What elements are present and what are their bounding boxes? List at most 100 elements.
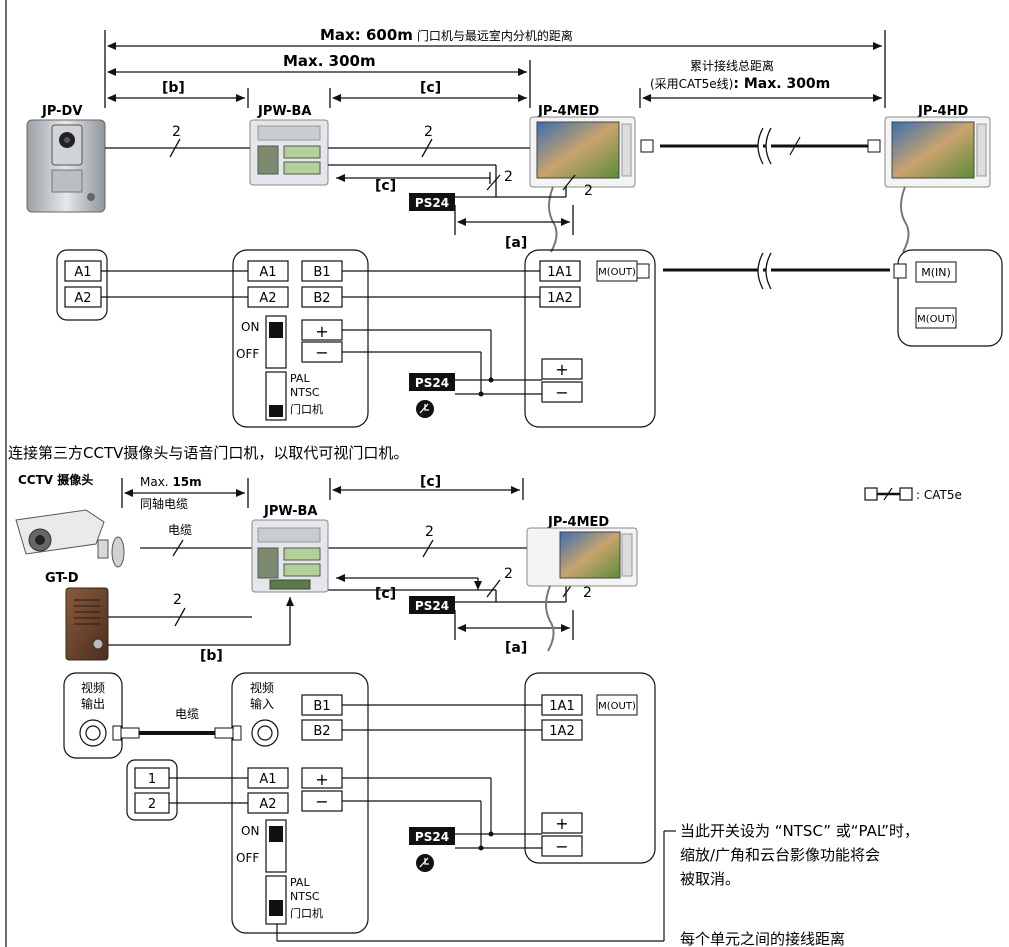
jp-dv-door-station-image: [26, 119, 106, 213]
switch-off-label: OFF: [236, 347, 259, 361]
cable-label-top: 电缆: [168, 523, 192, 537]
device-label-jp-4med-2: JP-4MED: [547, 515, 609, 530]
device-label-jpw-ba: JPW-BA: [257, 104, 312, 119]
switch-ntsc-label: NTSC: [290, 386, 320, 399]
cat5e-legend-icon: [864, 487, 913, 501]
switch-ntsc-indicator: [269, 405, 283, 417]
note-distance: 每个单元之间的接线距离: [680, 930, 845, 947]
ba2-term-a1: A1: [259, 772, 276, 787]
jpw-ba-adaptor-image: [249, 119, 329, 186]
ps24-wiring2-box: [409, 827, 455, 845]
video-out-label-1: 视频: [81, 680, 105, 695]
ba-term-b2: B2: [313, 291, 330, 306]
ba-term-b1: B1: [313, 265, 330, 280]
door-term-a1: A1: [74, 265, 91, 280]
b-label-bottom: [b]: [200, 648, 223, 664]
ba-term-minus: −: [315, 343, 328, 362]
jp-4med-monitor-image-2: [526, 527, 638, 652]
door-term-a2: A2: [74, 291, 91, 306]
gt-d-door-station-image: [65, 587, 109, 661]
wire-count-gtd: 2: [173, 592, 182, 608]
med2-term-plus: +: [555, 814, 568, 833]
switch-on-label: ON: [241, 320, 259, 334]
switch-on-indicator-2: [269, 826, 283, 842]
switch2-pal-label: PAL: [290, 876, 310, 889]
ba-term-a2: A2: [259, 291, 276, 306]
cctv-label: CCTV 摄像头: [18, 472, 93, 487]
switch2-ntsc-label: NTSC: [290, 890, 320, 903]
top-wires: [105, 138, 868, 235]
cat5e-legend-label: : CAT5e: [916, 488, 962, 502]
ps24-wiring1-box: [409, 373, 455, 391]
device-label-jpw-ba-2: JPW-BA: [263, 504, 318, 519]
a-label-bottom: [a]: [505, 640, 527, 656]
c-label-bottom: [c]: [420, 474, 441, 490]
med-m-out: M(OUT): [598, 267, 636, 278]
coax-cable-icon: [112, 725, 242, 741]
ba2-term-a2: A2: [259, 797, 276, 812]
cumulative-label-2: (采用CAT5e线): Max. 300m: [650, 76, 830, 92]
ps24-bottom-box: [409, 596, 455, 614]
video-in-label-2: 输入: [250, 696, 274, 711]
device-label-gt-d: GT-D: [45, 571, 79, 586]
device-label-jp-4hd: JP-4HD: [917, 104, 968, 119]
med2-term-minus: −: [555, 837, 568, 856]
coax-label: 同轴电缆: [140, 496, 188, 511]
jp-4hd-monitor-image: [884, 116, 991, 253]
cctv-camera-image: [15, 509, 125, 568]
c-label-bottom-2: [c]: [375, 586, 396, 602]
wiring2-boxes: [63, 672, 676, 942]
med2-m-out: M(OUT): [598, 701, 636, 712]
door-term-1: 1: [148, 772, 156, 787]
switch2-door-label: 门口机: [290, 906, 323, 920]
note-switch-line2: 缩放/广角和云台影像功能将会: [680, 846, 880, 864]
ba2-term-b2: B2: [313, 724, 330, 739]
cat5e-jack-top-right: [867, 139, 881, 153]
jpw-ba-adaptor-image-2: [251, 519, 329, 593]
switch-pal-label: PAL: [290, 372, 310, 385]
med2-term-1a2: 1A2: [549, 724, 574, 739]
wire-count-ba-med-2: 2: [425, 524, 434, 540]
cable-label-bottom: 电缆: [175, 707, 199, 721]
c-label-top: [c]: [420, 80, 441, 96]
c-label-top-2: [c]: [375, 178, 396, 194]
a-label-top: [a]: [505, 235, 527, 251]
ba-term-plus: +: [315, 322, 328, 341]
hd-m-out: M(OUT): [917, 314, 955, 325]
med-term-minus: −: [555, 383, 568, 402]
wire-count-dv-ba: 2: [172, 124, 181, 140]
wiring1-boxes: [56, 249, 1003, 428]
cable-break-wiring1: [757, 252, 772, 290]
switch-ntsc-indicator-2: [269, 900, 283, 916]
device-label-jp-dv: JP-DV: [41, 104, 82, 119]
dimension-lines-bottom: [107, 478, 576, 646]
med-term-1a2: 1A2: [547, 291, 572, 306]
hd-m-in: M(IN): [921, 266, 951, 279]
ba2-term-minus: −: [315, 792, 328, 811]
ba2-term-plus: +: [315, 770, 328, 789]
ps24-wiring2-label: PS24: [415, 830, 449, 844]
wire-count-ba-med: 2: [424, 124, 433, 140]
cable-break-top: [757, 127, 772, 165]
ba-term-a1: A1: [259, 265, 276, 280]
med-term-plus: +: [555, 360, 568, 379]
note-switch-line1: 当此开关设为 “NTSC” 或“PAL”时，: [680, 822, 919, 840]
jp-4med-monitor-image: [529, 116, 636, 253]
med2-term-1a1: 1A1: [549, 699, 574, 714]
max300-label: Max. 300m: [283, 52, 376, 70]
section-title: 连接第三方CCTV摄像头与语音门口机，以取代可视门口机。: [8, 444, 408, 462]
switch-on-indicator: [269, 322, 283, 338]
switch-door-label: 门口机: [290, 402, 323, 416]
max15-label: Max. 15m: [140, 475, 202, 489]
b-label-top: [b]: [162, 80, 185, 96]
ps24-top-box: [409, 193, 455, 211]
switch2-on-label: ON: [241, 824, 259, 838]
switch2-off-label: OFF: [236, 851, 259, 865]
med-term-1a1: 1A1: [547, 265, 572, 280]
wire-count-ps24-2: 2: [504, 566, 513, 582]
cumulative-label-1: 累计接线总距离: [690, 58, 774, 73]
ps24-wiring1-label: PS24: [415, 376, 449, 390]
video-in-label-1: 视频: [250, 680, 274, 695]
ps24-top-label: PS24: [415, 196, 449, 210]
device-label-jp-4med: JP-4MED: [537, 104, 599, 119]
